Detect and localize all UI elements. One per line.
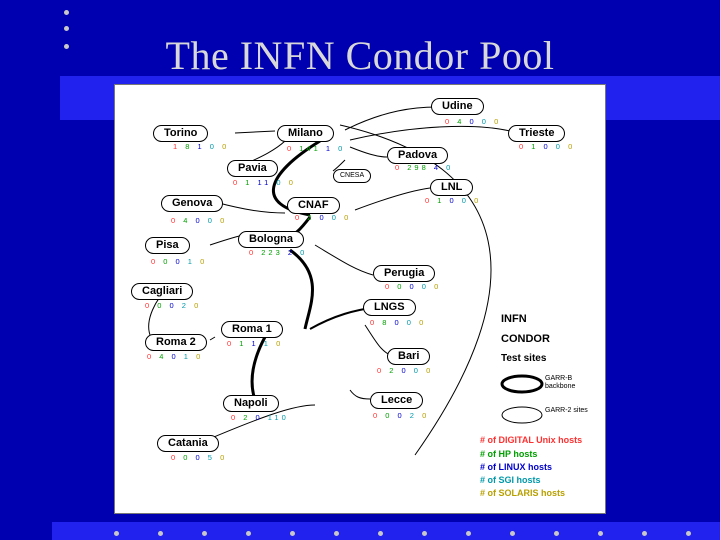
site-bari-counts: 0 2 0 0 0 <box>377 366 434 375</box>
site-perugia-counts: 0 0 0 0 0 <box>385 282 442 291</box>
legend-infn: INFN <box>501 313 527 325</box>
footer-band <box>52 522 720 540</box>
link-perugia <box>314 244 374 276</box>
bullet-dot <box>114 531 119 536</box>
site-lecce: Lecce <box>370 392 424 409</box>
site-trieste: Trieste <box>508 125 566 142</box>
link-torino <box>234 130 276 134</box>
bullet-dot <box>466 531 471 536</box>
bullet-dot <box>642 531 647 536</box>
site-pavia: Pavia <box>227 160 278 177</box>
site-napoli: Napoli <box>223 395 279 412</box>
site-milano-counts: 0 141 1 0 <box>287 144 346 153</box>
link-lngs-bari <box>364 324 391 356</box>
site-pisa-counts: 0 0 0 1 0 <box>151 257 208 266</box>
site-bologna-counts: 0 223 2 0 <box>249 248 308 257</box>
legend-sgi: # of SGI hosts <box>480 475 541 485</box>
bullet-dot <box>158 531 163 536</box>
bullet-dot <box>686 531 691 536</box>
slide-title: The INFN Condor Pool <box>165 33 555 78</box>
link-udine <box>344 106 438 131</box>
site-pavia-counts: 0 1 11 0 0 <box>233 178 296 187</box>
bullet-dot <box>378 531 383 536</box>
legend-sites-label: GARR-2 sites <box>545 407 588 414</box>
backbone-bologna-roma1 <box>289 248 314 330</box>
legend-sites-oval <box>501 406 543 424</box>
site-roma1: Roma 1 <box>221 321 283 338</box>
site-pisa: Pisa <box>145 237 190 254</box>
site-cnaf: CNAF <box>287 197 340 214</box>
site-cagliari-counts: 0 0 0 2 0 <box>145 301 202 310</box>
bullet-dot <box>422 531 427 536</box>
link-lnl <box>354 187 431 211</box>
link-genova <box>214 201 286 214</box>
site-cagliari: Cagliari <box>131 283 194 300</box>
link-roma2 <box>209 336 216 341</box>
link-long-arc <box>339 124 492 456</box>
site-lngs: LNGS <box>363 299 416 316</box>
site-trieste-counts: 0 1 0 0 0 <box>519 142 576 151</box>
legend-solaris: # of SOLARIS hosts <box>480 488 566 498</box>
legend-backbone-label: GARR-B backbone <box>545 375 576 390</box>
link-trieste <box>349 125 511 141</box>
site-catania: Catania <box>157 435 219 452</box>
network-map: Udine 0 4 0 0 0 Torino 1 8 1 0 0 Milano … <box>114 84 606 514</box>
link-padova <box>349 146 388 158</box>
site-napoli-counts: 0 2 0 110 <box>231 413 289 422</box>
link-lecce <box>349 389 371 400</box>
site-torino: Torino <box>153 125 209 142</box>
bullet-dot <box>554 531 559 536</box>
legend-linux: # of LINUX hosts <box>480 462 553 472</box>
site-genova: Genova <box>161 195 224 212</box>
cnesa-label: CNESA <box>333 169 372 183</box>
site-bari: Bari <box>387 348 431 365</box>
bullet-dot <box>246 531 251 536</box>
bullet-dot <box>598 531 603 536</box>
legend-condor: CONDOR <box>501 333 550 345</box>
site-lnl: LNL <box>430 179 474 196</box>
site-milano: Milano <box>277 125 334 142</box>
site-lecce-counts: 0 0 0 2 0 <box>373 411 430 420</box>
site-udine-counts: 0 4 0 0 0 <box>445 117 502 126</box>
legend-hp: # of HP hosts <box>480 449 538 459</box>
site-cnaf-counts: 0 2 0 0 0 <box>295 213 352 222</box>
site-catania-counts: 0 0 0 5 0 <box>171 453 228 462</box>
bullet-dot <box>290 531 295 536</box>
site-roma2: Roma 2 <box>145 334 207 351</box>
site-genova-counts: 0 4 0 0 0 <box>171 216 228 225</box>
site-torino-counts: 1 8 1 0 0 <box>173 142 230 151</box>
bullet-dot <box>334 531 339 536</box>
site-padova: Padova <box>387 147 449 164</box>
legend-digital: # of DIGITAL Unix hosts <box>480 435 583 445</box>
bullet-dot <box>202 531 207 536</box>
legend-test-sites: Test sites <box>501 353 547 364</box>
site-perugia: Perugia <box>373 265 436 282</box>
site-bologna: Bologna <box>238 231 304 248</box>
site-roma2-counts: 0 4 0 1 0 <box>147 352 204 361</box>
site-udine: Udine <box>431 98 484 115</box>
site-roma1-counts: 0 1 1 1 0 <box>227 339 284 348</box>
legend-backbone-oval <box>500 374 544 394</box>
site-lnl-counts: 0 1 0 0 0 <box>425 196 482 205</box>
link-catania <box>194 404 316 446</box>
site-padova-counts: 0 298 4 0 <box>395 163 454 172</box>
bullet-dot <box>510 531 515 536</box>
site-lngs-counts: 0 8 0 0 0 <box>370 318 427 327</box>
